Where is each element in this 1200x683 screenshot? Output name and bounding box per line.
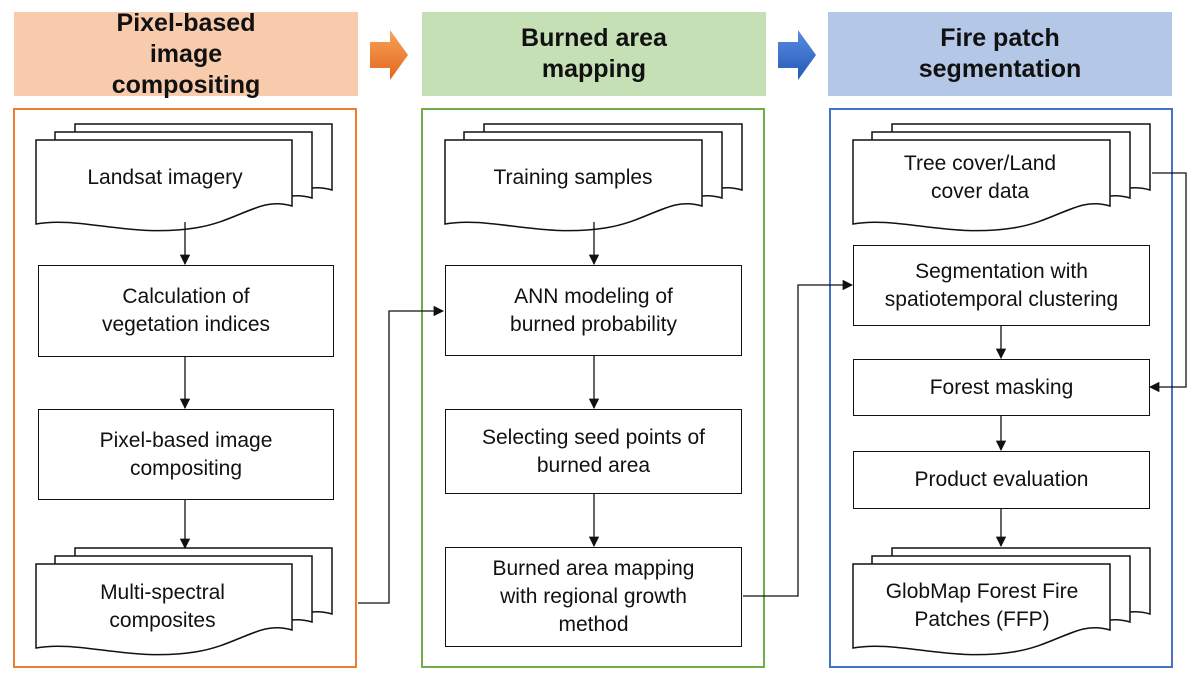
panel-segmentation: [829, 108, 1173, 668]
forest-masking-box: Forest masking: [853, 359, 1150, 416]
connectors: [358, 172, 1187, 604]
document-stack-landsat: [35, 123, 333, 232]
right-arrow-icon: [778, 30, 816, 80]
connector-composites-to-ann: [358, 305, 445, 604]
ffp-label: GlobMap Forest Fire Patches (FFP): [885, 580, 1079, 631]
seed-points-box: Selecting seed points of burned area: [445, 409, 742, 494]
header-fire-patch-segmentation: Fire patch segmentation: [828, 12, 1172, 96]
tree-cover-label: Tree cover/Land cover data: [903, 152, 1057, 203]
document-stack-composites: [35, 547, 333, 656]
header-burned-area-mapping: Burned area mapping: [422, 12, 766, 96]
document-stack-ffp: [852, 547, 1151, 656]
product-evaluation-box: Product evaluation: [853, 451, 1150, 509]
connector-regional-to-segmentation: [743, 279, 854, 597]
header-pixel-compositing: Pixel-based image compositing: [14, 9, 358, 99]
segmentation-box: Segmentation with spatiotemporal cluster…: [853, 245, 1150, 326]
document-stack-treecover: [852, 123, 1151, 232]
image-compositing-box: Pixel-based image compositing: [38, 409, 334, 500]
vegetation-indices-box: Calculation of vegetation indices: [38, 265, 334, 357]
panel-mapping: [421, 108, 765, 668]
training-samples-label: Training samples: [493, 166, 653, 189]
composites-label: Multi-spectral composites: [100, 581, 225, 632]
regional-growth-box: Burned area mapping with regional growth…: [445, 547, 742, 647]
landsat-imagery-label: Landsat imagery: [87, 166, 243, 189]
panel-compositing: [13, 108, 357, 668]
right-arrow-icon: [370, 30, 408, 80]
ann-modeling-box: ANN modeling of burned probability: [445, 265, 742, 356]
connector-treecover-to-masking: [1148, 172, 1187, 393]
document-stack-training: [444, 123, 743, 232]
